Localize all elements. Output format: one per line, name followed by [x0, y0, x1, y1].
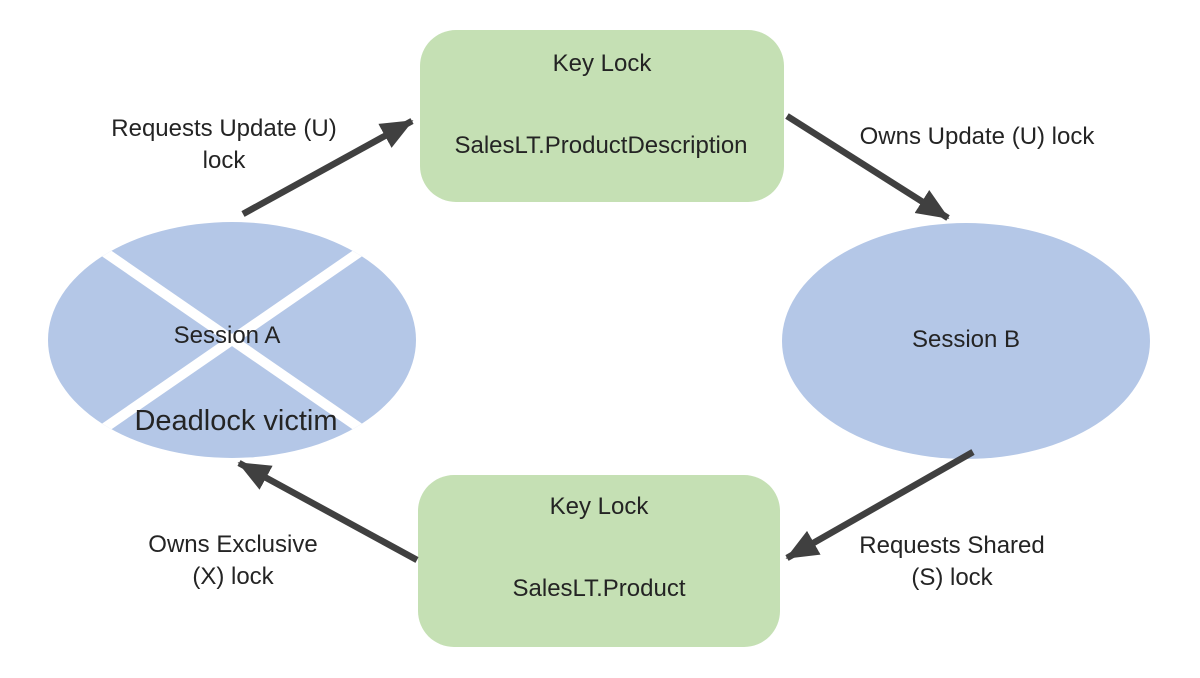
edge-label-requests-shared-lock: Requests Shared (S) lock	[859, 530, 1044, 594]
key-lock-top-box	[420, 30, 784, 202]
arrow-bottom-lock-to-session-a	[237, 460, 419, 563]
session-a-label: Session A	[173, 322, 281, 349]
edge-label-line: lock	[202, 147, 246, 174]
key-lock-bottom-subtitle: SalesLT.Product	[512, 575, 686, 602]
arrow-session-a-to-top-lock	[241, 118, 414, 217]
edge-label-line: (X) lock	[192, 563, 274, 590]
arrow-top-lock-to-session-b	[785, 113, 950, 221]
deadlock-victim-label: Deadlock victim	[134, 405, 338, 437]
deadlock-cross-line-2	[87, 237, 377, 443]
edge-label-owns-update-lock: Owns Update (U) lock	[860, 121, 1095, 153]
edge-label-line: Owns Update (U) lock	[859, 123, 1095, 150]
arrow-session-b-to-bottom-lock	[785, 449, 975, 561]
session-b-label: Session B	[911, 326, 1021, 353]
edge-label-requests-update-lock: Requests Update (U) lock	[111, 113, 336, 177]
key-lock-bottom-box	[418, 475, 780, 647]
edge-label-line: Requests Shared	[859, 532, 1045, 559]
edge-label-owns-exclusive-lock: Owns Exclusive (X) lock	[148, 529, 317, 593]
key-lock-top-subtitle: SalesLT.ProductDescription	[454, 132, 748, 159]
edge-label-line: Requests Update (U)	[111, 115, 337, 142]
edge-label-line: Owns Exclusive	[148, 531, 318, 558]
key-lock-top-title: Key Lock	[552, 50, 652, 77]
edge-label-line: (S) lock	[911, 564, 993, 591]
session-b-ellipse	[782, 223, 1150, 459]
key-lock-bottom-title: Key Lock	[549, 493, 649, 520]
